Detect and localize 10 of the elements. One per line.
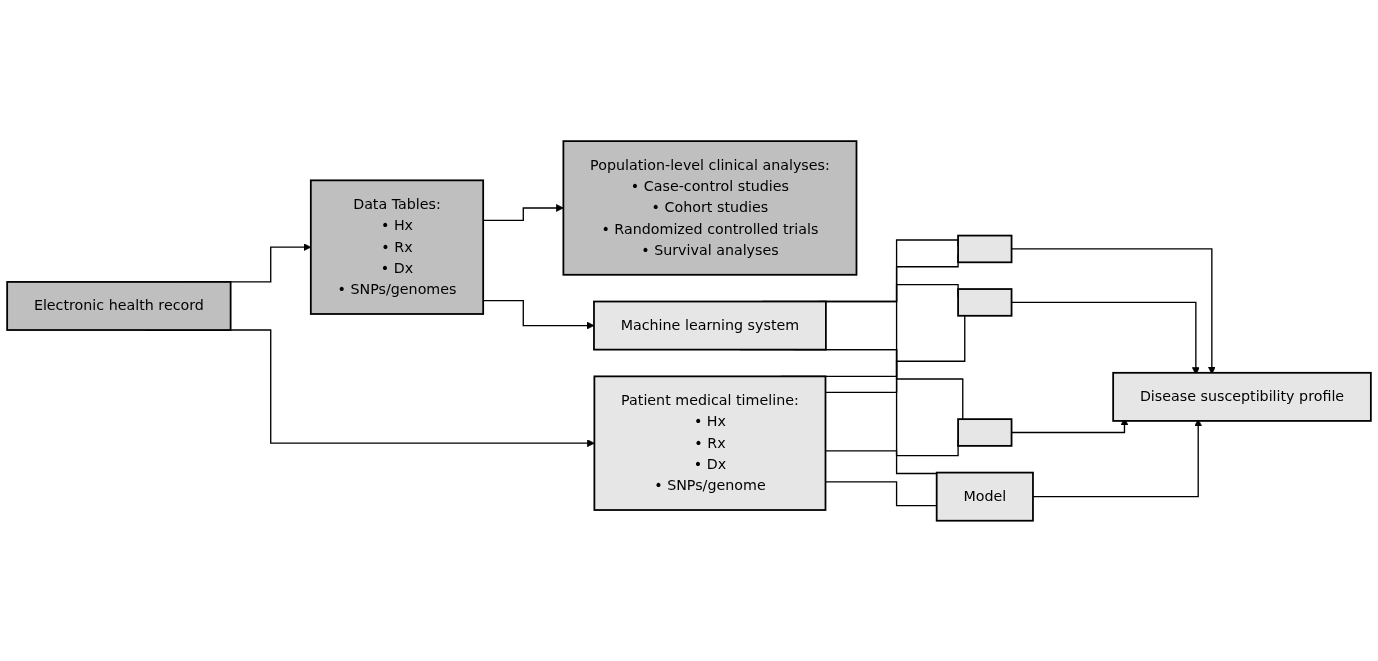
node-box <box>957 287 1013 317</box>
node-box: Model <box>935 471 1034 522</box>
node-box: Electronic health record <box>6 280 232 331</box>
node-box: Patient medical timeline: • Hx • Rx • Dx • SNPs/genome <box>593 375 827 511</box>
node-box <box>957 234 1013 263</box>
node-box: Disease susceptibility profile <box>1112 371 1372 422</box>
node-box <box>957 417 1013 447</box>
node-box: Machine learning system <box>593 300 827 351</box>
node-box: Population-level clinical analyses: • Case-control studies • Cohort studies • Randomized controlled trials • Survival analyses <box>562 139 858 276</box>
node-box: Data Tables: • Hx • Rx • Dx • SNPs/genomes <box>309 179 485 315</box>
